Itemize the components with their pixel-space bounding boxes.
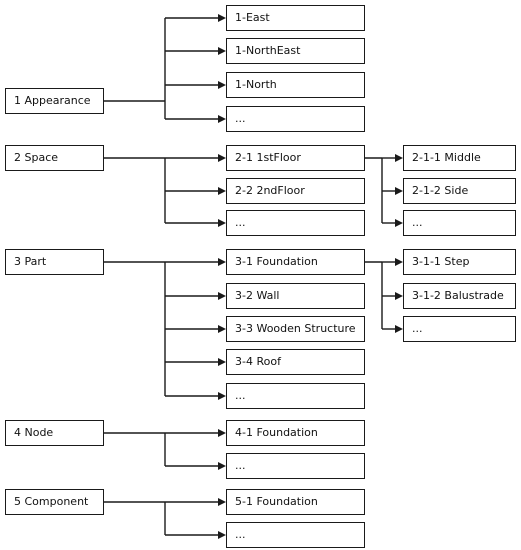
arrow-head [395, 154, 403, 162]
arrow-head [218, 47, 226, 55]
arrow-head [395, 292, 403, 300]
node-2nd-floor: 2-2 2ndFloor [226, 178, 365, 204]
arrow-head [218, 154, 226, 162]
node-1st-floor: 2-1 1stFloor [226, 145, 365, 171]
node-part: 3 Part [5, 249, 104, 275]
arrow-head [218, 462, 226, 470]
node-appearance-more: ... [226, 106, 365, 132]
node-floor-more: ... [403, 210, 516, 236]
node-wall: 3-2 Wall [226, 283, 365, 309]
node-node-more: ... [226, 453, 365, 479]
node-space: 2 Space [5, 145, 104, 171]
arrow-head [218, 219, 226, 227]
arrow-head [218, 292, 226, 300]
node-middle: 2-1-1 Middle [403, 145, 516, 171]
node-wooden-structure: 3-3 Wooden Structure [226, 316, 365, 342]
arrow-head [218, 392, 226, 400]
arrow-head [395, 187, 403, 195]
node-roof: 3-4 Roof [226, 349, 365, 375]
node-part-foundation: 3-1 Foundation [226, 249, 365, 275]
arrow-head [395, 258, 403, 266]
arrow-head [218, 358, 226, 366]
arrow-head [395, 325, 403, 333]
node-part-more: ... [226, 383, 365, 409]
node-node-foundation: 4-1 Foundation [226, 420, 365, 446]
arrow-head [218, 187, 226, 195]
node-east: 1-East [226, 5, 365, 31]
node-side: 2-1-2 Side [403, 178, 516, 204]
node-component-foundation: 5-1 Foundation [226, 489, 365, 515]
arrow-head [218, 81, 226, 89]
node-node: 4 Node [5, 420, 104, 446]
node-component-more: ... [226, 522, 365, 548]
node-step: 3-1-1 Step [403, 249, 516, 275]
node-northeast: 1-NorthEast [226, 38, 365, 64]
node-space-more: ... [226, 210, 365, 236]
node-north: 1-North [226, 72, 365, 98]
arrow-head [218, 325, 226, 333]
arrow-head [218, 115, 226, 123]
node-foundation-more: ... [403, 316, 516, 342]
node-appearance: 1 Appearance [5, 88, 104, 114]
arrow-head [218, 531, 226, 539]
arrow-head [395, 219, 403, 227]
arrow-head [218, 429, 226, 437]
arrow-head [218, 258, 226, 266]
node-balustrade: 3-1-2 Balustrade [403, 283, 516, 309]
arrow-head [218, 14, 226, 22]
node-component: 5 Component [5, 489, 104, 515]
arrow-head [218, 498, 226, 506]
